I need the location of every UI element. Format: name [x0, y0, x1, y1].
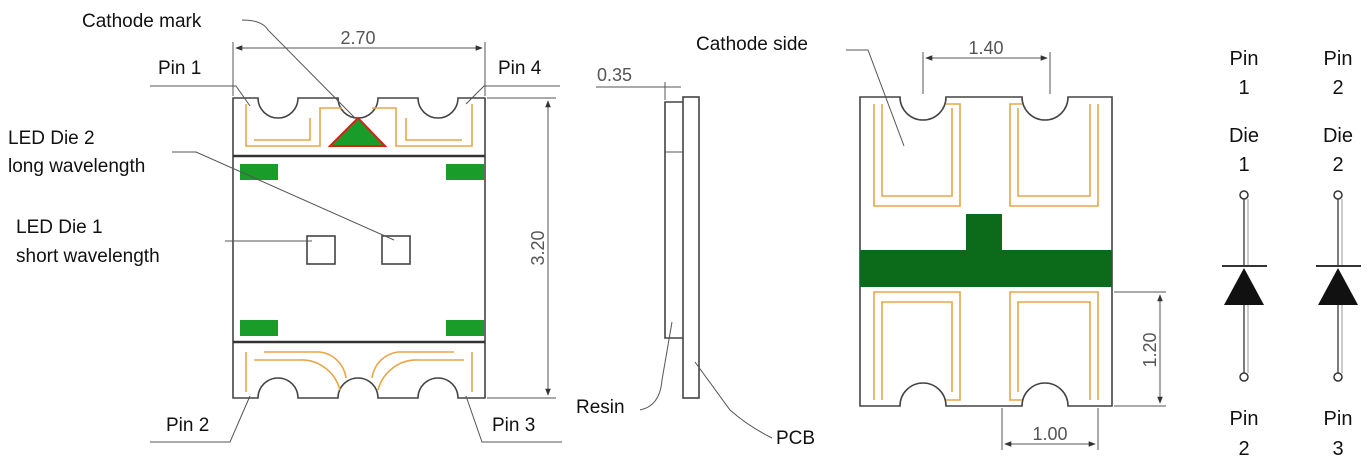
schematic-die2-bottom-pin-line1: Pin [1324, 408, 1353, 430]
label-led-die1-line1: LED Die 1 [16, 217, 103, 238]
label-cathode-mark: Cathode mark [82, 11, 202, 32]
leader-led-die2 [172, 151, 395, 241]
schematic-die2: Pin 2 Die 2 Pin 3 [1316, 48, 1361, 460]
schematic-die1-anode-terminal [1239, 190, 1249, 200]
dim-width-label: 2.70 [340, 28, 375, 48]
bottom-trace-center [264, 351, 454, 379]
side-resin [664, 101, 683, 339]
label-led-die2-line1: LED Die 2 [8, 128, 95, 149]
bottom-cell-tr-inner [1017, 104, 1091, 197]
top-trace-mid [254, 118, 462, 141]
dim-pad-width-label: 1.00 [1032, 424, 1067, 444]
pad-top-right [446, 164, 484, 180]
schematic-die2-bottom-pin-line2: 3 [1332, 438, 1343, 460]
cathode-mark-triangle [327, 116, 388, 147]
pad-bottom-left [240, 320, 278, 336]
bottom-cell-tl [873, 103, 961, 207]
label-resin: Resin [576, 397, 625, 418]
led-die-1 [306, 235, 336, 265]
schematic-die2-anode-terminal [1333, 190, 1343, 200]
top-trace-right [372, 104, 473, 147]
schematic-die1-cathode-terminal [1239, 372, 1249, 382]
leader-pcb [694, 361, 773, 439]
side-view: 0.35 Resin PCB [576, 65, 815, 449]
bottom-cell-bl-inner [881, 301, 953, 400]
label-pcb: PCB [776, 428, 815, 449]
bottom-view: 1.40 1.20 1.00 Cathode side [696, 34, 1166, 450]
dim-height-label: 3.20 [528, 230, 548, 265]
top-trace-left [245, 104, 342, 147]
bottom-trace-left [245, 352, 341, 392]
side-pcb [682, 96, 700, 399]
label-pin3: Pin 3 [492, 415, 535, 436]
schematic-die2-cathode-terminal [1333, 372, 1343, 382]
label-led-die1-line2: short wavelength [16, 246, 160, 267]
leader-pin1 [150, 85, 251, 107]
leader-resin [639, 321, 673, 411]
leader-pin3 [465, 395, 562, 443]
schematic-die1-diode-icon [1224, 268, 1264, 305]
dim-pad-height-label: 1.20 [1140, 332, 1160, 367]
schematic-die2-die-line1: Die [1323, 125, 1353, 147]
leader-cathode-mark [241, 19, 356, 119]
schematic-die1-bottom-pin-line1: Pin [1230, 408, 1259, 430]
leader-pin4 [465, 85, 560, 105]
pad-top-left [240, 164, 278, 180]
led-die-2 [381, 235, 411, 265]
bottom-cell-tr [1009, 103, 1099, 207]
top-view-outline [232, 97, 486, 399]
top-view: 2.70 3.20 Cathode mark Pin 1 Pin 4 LED D… [8, 11, 562, 443]
leader-pin2 [150, 395, 251, 443]
dim-pitch-label: 1.40 [968, 38, 1003, 58]
leader-cathode-side [846, 49, 905, 147]
schematic-die1-die-line2: 1 [1238, 154, 1249, 176]
bottom-trace-right [377, 352, 473, 392]
bottom-cell-br-inner [1017, 301, 1091, 400]
schematic-die2-top-pin-line1: Pin [1324, 48, 1353, 70]
schematic-die2-top-pin-line2: 2 [1332, 77, 1343, 99]
dim-thickness-label: 0.35 [597, 65, 632, 85]
label-cathode-side: Cathode side [696, 34, 808, 55]
schematic-die1-die-line1: Die [1229, 125, 1259, 147]
schematic-die2-diode-icon [1318, 268, 1358, 305]
schematic-die1-top-pin-line1: Pin [1230, 48, 1259, 70]
bottom-cell-tl-inner [881, 104, 953, 197]
label-pin2: Pin 2 [166, 415, 209, 436]
label-led-die2-line2: long wavelength [8, 156, 145, 177]
label-pin4: Pin 4 [498, 58, 542, 79]
schematic-die1-bottom-pin-line2: 2 [1238, 438, 1249, 460]
pad-bottom-right [446, 320, 484, 336]
schematic-die1: Pin 1 Die 1 Pin 2 [1222, 48, 1267, 460]
bottom-cell-br [1009, 291, 1099, 401]
label-pin1: Pin 1 [158, 58, 201, 79]
bottom-cell-bl [873, 291, 961, 401]
schematic-die1-top-pin-line2: 1 [1238, 77, 1249, 99]
thermal-pad [860, 214, 1112, 287]
schematic-die2-die-line2: 2 [1332, 154, 1343, 176]
bottom-view-outline [859, 96, 1113, 407]
